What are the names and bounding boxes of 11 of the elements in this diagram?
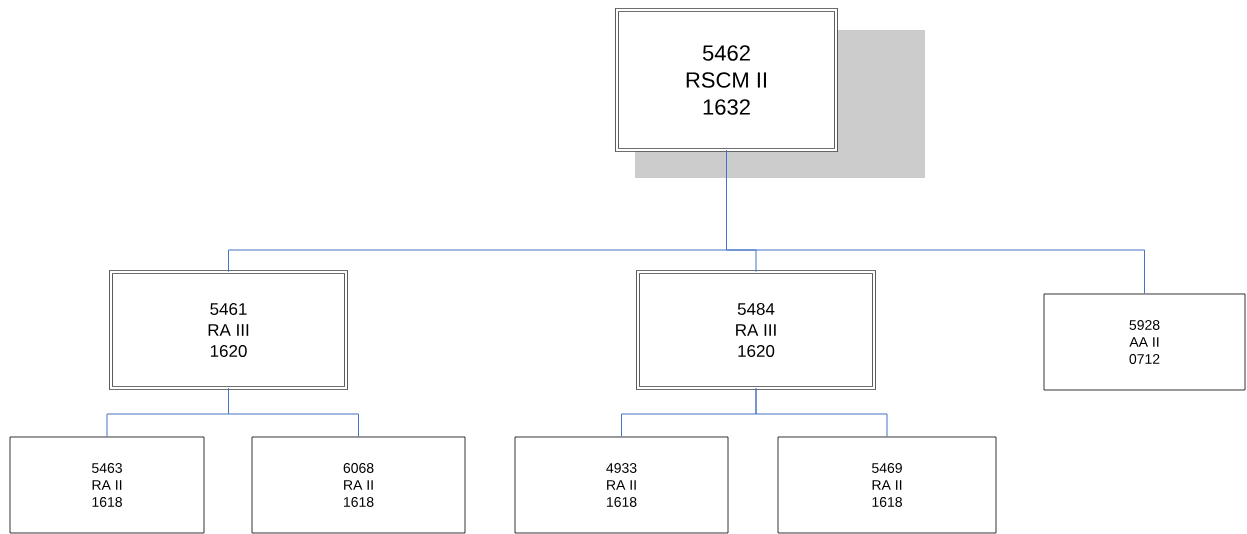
org-box: 5463 RA II 1618 bbox=[9, 436, 205, 534]
org-box: 5928 AA II 0712 bbox=[1043, 293, 1246, 391]
connector-line bbox=[755, 387, 888, 438]
connector-line bbox=[726, 149, 1145, 295]
connector-line bbox=[228, 387, 359, 438]
org-box: 4933 RA II 1618 bbox=[514, 436, 729, 534]
org-box: 5484 RA III 1620 bbox=[636, 270, 876, 390]
org-box: 6068 RA II 1618 bbox=[251, 436, 466, 534]
org-box: 5462 RSCM II 1632 bbox=[615, 8, 838, 152]
org-box: 5461 RA III 1620 bbox=[109, 270, 348, 390]
org-box: 5469 RA II 1618 bbox=[777, 436, 997, 534]
